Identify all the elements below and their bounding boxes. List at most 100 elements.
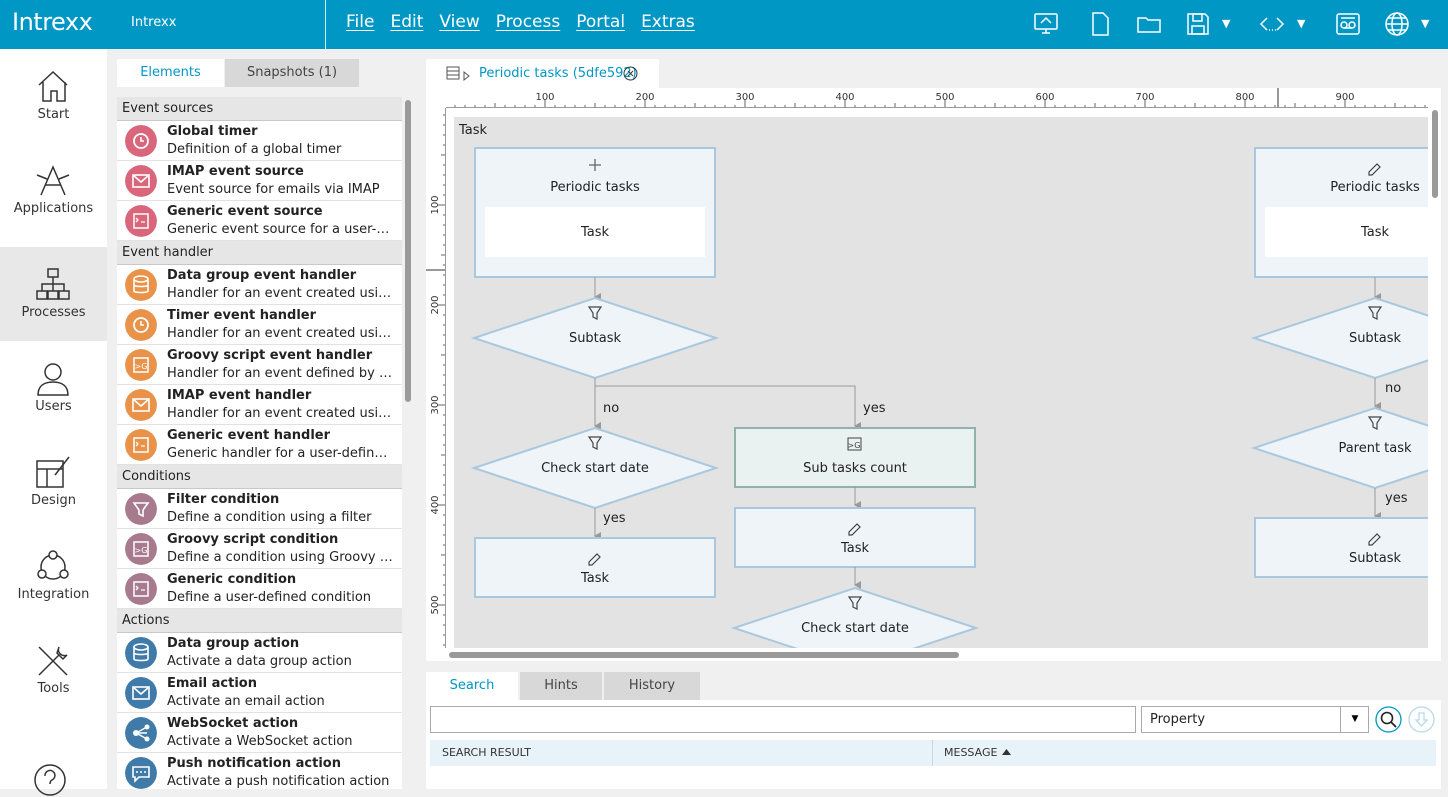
nav-users-label: Users <box>35 399 72 414</box>
sort-ascending-icon[interactable] <box>1002 749 1011 756</box>
diamond-label: Parent task <box>1338 441 1412 456</box>
mail-icon <box>125 165 157 197</box>
chevron-down-icon[interactable]: ▼ <box>1340 706 1369 733</box>
action-task-left[interactable]: Task <box>474 537 716 598</box>
condition-check-start-date-left[interactable]: Check start date <box>470 426 720 510</box>
action-task-middle[interactable]: Task <box>734 507 976 568</box>
script-icon <box>125 573 157 605</box>
property-select[interactable]: Property <box>1141 706 1369 733</box>
condition-check-start-date-middle[interactable]: Check start date <box>730 586 980 648</box>
nav-start[interactable]: Start <box>0 49 107 143</box>
tab-periodic-tasks[interactable]: Periodic tasks (5dfe592) <box>426 59 659 88</box>
action-subtask-right[interactable]: Subtask <box>1254 517 1428 578</box>
menu-process[interactable]: Process <box>495 12 561 32</box>
tab-history[interactable]: History <box>604 672 700 700</box>
tab-hints[interactable]: Hints <box>520 672 602 700</box>
box-label: Task <box>580 571 610 586</box>
help-icon[interactable] <box>33 763 67 797</box>
tab-elements[interactable]: Elements <box>117 59 224 87</box>
diamond-label: Check start date <box>801 621 909 636</box>
search-icon[interactable] <box>1375 706 1402 733</box>
menu-portal[interactable]: Portal <box>576 12 626 32</box>
palette-item-desc: Define a user-defined condition <box>167 590 372 605</box>
condition-subtask-right[interactable]: Subtask <box>1250 296 1428 380</box>
canvas-vertical-scrollbar[interactable] <box>1432 110 1438 198</box>
box-title: Periodic tasks <box>1330 180 1420 195</box>
svg-text:>G: >G <box>848 441 861 450</box>
edge-label-no: no <box>603 401 619 416</box>
col-search-result[interactable]: SEARCH RESULT <box>442 746 531 759</box>
menu-edit[interactable]: Edit <box>390 12 424 32</box>
edge-label-yes: yes <box>1385 491 1408 506</box>
action-sub-tasks-count[interactable]: >G Sub tasks count <box>734 427 976 488</box>
nav-processes[interactable]: Processes <box>0 247 107 341</box>
process-canvas[interactable]: Task Periodic tasks Task Subtask no yes <box>454 117 1428 648</box>
ruler-label: 400 <box>835 92 854 103</box>
open-folder-icon[interactable] <box>1135 10 1163 38</box>
save-icon[interactable] <box>1184 10 1212 38</box>
nav-applications[interactable]: Applications <box>0 143 107 237</box>
tab-search[interactable]: Search <box>426 672 518 700</box>
box-title: Periodic tasks <box>550 180 640 195</box>
voicemail-icon[interactable] <box>1334 10 1362 38</box>
nav-design[interactable]: Design <box>0 435 107 529</box>
palette-scrollbar[interactable] <box>405 100 411 402</box>
nav-users[interactable]: Users <box>0 341 107 435</box>
palette-section-header: Event handler <box>117 241 402 265</box>
menu-file[interactable]: File <box>346 12 375 32</box>
condition-subtask-left[interactable]: Subtask <box>470 296 720 380</box>
col-message[interactable]: MESSAGE <box>944 746 998 759</box>
save-dropdown-caret-icon[interactable]: ▼ <box>1222 17 1231 30</box>
edge-label-yes: yes <box>863 401 886 416</box>
ruler-label: 100 <box>535 92 554 103</box>
push-icon <box>125 757 157 789</box>
event-periodic-tasks-right[interactable]: Periodic tasks Task <box>1254 147 1428 278</box>
code-icon[interactable] <box>1258 10 1286 38</box>
menu-view[interactable]: View <box>439 12 480 32</box>
editor-tab-label: Periodic tasks (5dfe592) <box>479 66 637 81</box>
nav-tools[interactable]: Tools <box>0 623 107 717</box>
language-dropdown-caret-icon[interactable]: ▼ <box>1421 17 1430 30</box>
event-periodic-tasks-left[interactable]: Periodic tasks Task <box>474 147 716 278</box>
condition-parent-task[interactable]: Parent task <box>1250 406 1428 490</box>
code-dropdown-caret-icon[interactable]: ▼ <box>1297 17 1306 30</box>
palette-item-name: Filter condition <box>167 492 280 507</box>
ruler-label: 500 <box>935 92 954 103</box>
main-menu: File Edit View Process Portal Extras <box>346 12 711 32</box>
database-icon <box>125 637 157 669</box>
palette-item-name: Generic event handler <box>167 428 331 443</box>
canvas-horizontal-scrollbar[interactable] <box>449 652 959 658</box>
svg-text:>G: >G <box>135 362 148 371</box>
search-input[interactable] <box>430 706 1136 733</box>
download-icon[interactable] <box>1408 706 1435 733</box>
nav-integration[interactable]: Integration <box>0 529 107 623</box>
box-label: Task <box>840 541 870 556</box>
palette-item-desc: Generic handler for a user-defined event <box>167 446 395 461</box>
plus-icon <box>589 159 601 171</box>
remote-desktop-icon[interactable] <box>1032 10 1060 38</box>
close-icon[interactable] <box>623 66 638 81</box>
new-file-icon[interactable] <box>1086 10 1114 38</box>
tab-snapshots[interactable]: Snapshots (1) <box>225 59 359 87</box>
globe-icon[interactable] <box>1383 10 1411 38</box>
top-bar: Intrexx Intrexx File Edit View Process P… <box>0 0 1448 49</box>
palette-item-desc: Event source for emails via IMAP <box>167 182 380 197</box>
timer-icon <box>125 309 157 341</box>
menu-extras[interactable]: Extras <box>641 12 695 32</box>
